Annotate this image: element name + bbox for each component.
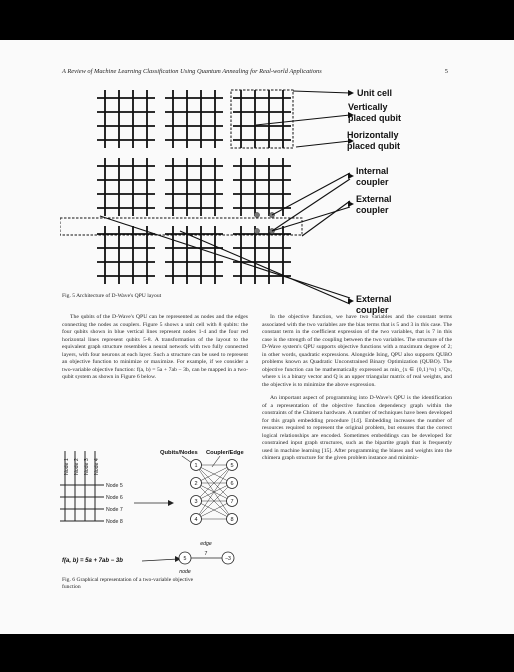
mini-weight-ab: 7 — [205, 551, 208, 557]
bipartite-edges — [195, 464, 233, 520]
mini-node-a — [178, 551, 192, 565]
running-header: A Review of Machine Learning Classificat… — [62, 68, 322, 75]
right-column-text: In the objective function, we have two v… — [262, 314, 452, 463]
label-horizontal-qubit-line1: Horizontally — [347, 130, 399, 140]
page-number: 5 — [444, 68, 448, 75]
horizontal-qubit-box — [60, 217, 303, 236]
node-label-6: Node 6 — [106, 495, 123, 501]
figure-5-caption: Fig. 5 Architecture of D-Wave's QPU layo… — [62, 293, 162, 299]
node-circle-7: 7 — [230, 499, 233, 505]
mini-edge-label: edge — [200, 541, 212, 547]
objective-formula: f(a, b) = 5a + 7ab − 3b — [62, 558, 123, 564]
qubit-label-4: Node 4 — [94, 458, 100, 475]
chimera-unit-cells — [97, 90, 291, 284]
mini-weighted-graph — [141, 556, 228, 562]
label-external-coupler-a-line2: coupler — [356, 205, 389, 215]
left-column-text: The qubits of the D-Wave's QPU can be re… — [62, 314, 248, 382]
mini-weight-a: 5 — [184, 556, 187, 562]
label-vertical-qubit-line2: placed qubit — [348, 113, 401, 123]
left-paragraph-1: The qubits of the D-Wave's QPU can be re… — [62, 314, 248, 380]
mini-node-b — [221, 551, 235, 565]
label-internal-coupler-line2: coupler — [356, 177, 389, 187]
figure-6-caption-line1: Fig. 6 Graphical representation of a two… — [62, 577, 194, 583]
mini-weight-b: −3 — [225, 556, 231, 562]
node-label-7: Node 7 — [106, 507, 123, 513]
qubit-label-1: Node 1 — [64, 458, 70, 475]
node-circle-8: 8 — [230, 517, 233, 523]
callout-arrows — [99, 90, 351, 305]
figure-6-caption: Fig. 6 Graphical representation of a two… — [62, 577, 257, 591]
qubit-label-2: Node 2 — [74, 458, 80, 475]
label-unit-cell: Unit cell — [357, 88, 392, 98]
label-internal-coupler-line1: Internal — [356, 166, 389, 176]
label-external-coupler-b-line2: coupler — [356, 305, 389, 315]
label-vertical-qubit-line1: Vertically — [348, 102, 388, 112]
node-circle-1: 1 — [194, 463, 197, 469]
mini-node-label: node — [179, 569, 191, 575]
node-circle-4: 4 — [194, 517, 197, 523]
document-page: A Review of Machine Learning Classificat… — [0, 40, 514, 634]
right-paragraph-2: An important aspect of programming into … — [262, 395, 452, 461]
coupler-edge-title: Coupler/Edge — [206, 450, 244, 456]
node-circle-6: 6 — [230, 481, 233, 487]
node-label-8: Node 8 — [106, 519, 123, 525]
figure-6-caption-line2: function — [62, 584, 81, 590]
qubit-label-3: Node 3 — [84, 458, 90, 475]
transform-arrow — [134, 500, 174, 506]
node-circle-5: 5 — [230, 463, 233, 469]
figure-5-qpu-architecture: Unit cell Vertically placed qubit Horizo… — [60, 88, 401, 315]
mini-chimera-grid — [60, 451, 104, 522]
node-circle-3: 3 — [194, 499, 197, 505]
label-external-coupler-a-line1: External — [356, 194, 392, 204]
node-circle-2: 2 — [194, 481, 197, 487]
figure-6-graph-representation: Node 1 Node 2 Node 3 Node 4 Node 5 Node … — [60, 450, 244, 575]
label-external-coupler-b-line1: External — [356, 294, 392, 304]
label-horizontal-qubit-line2: placed qubit — [347, 141, 400, 151]
internal-coupler-dots — [254, 212, 275, 234]
arrowheads — [348, 90, 354, 304]
qubits-nodes-title: Qubits/Nodes — [160, 450, 198, 456]
node-label-5: Node 5 — [106, 483, 123, 489]
right-paragraph-1: In the objective function, we have two v… — [262, 314, 452, 388]
bipartite-nodes — [190, 459, 238, 525]
